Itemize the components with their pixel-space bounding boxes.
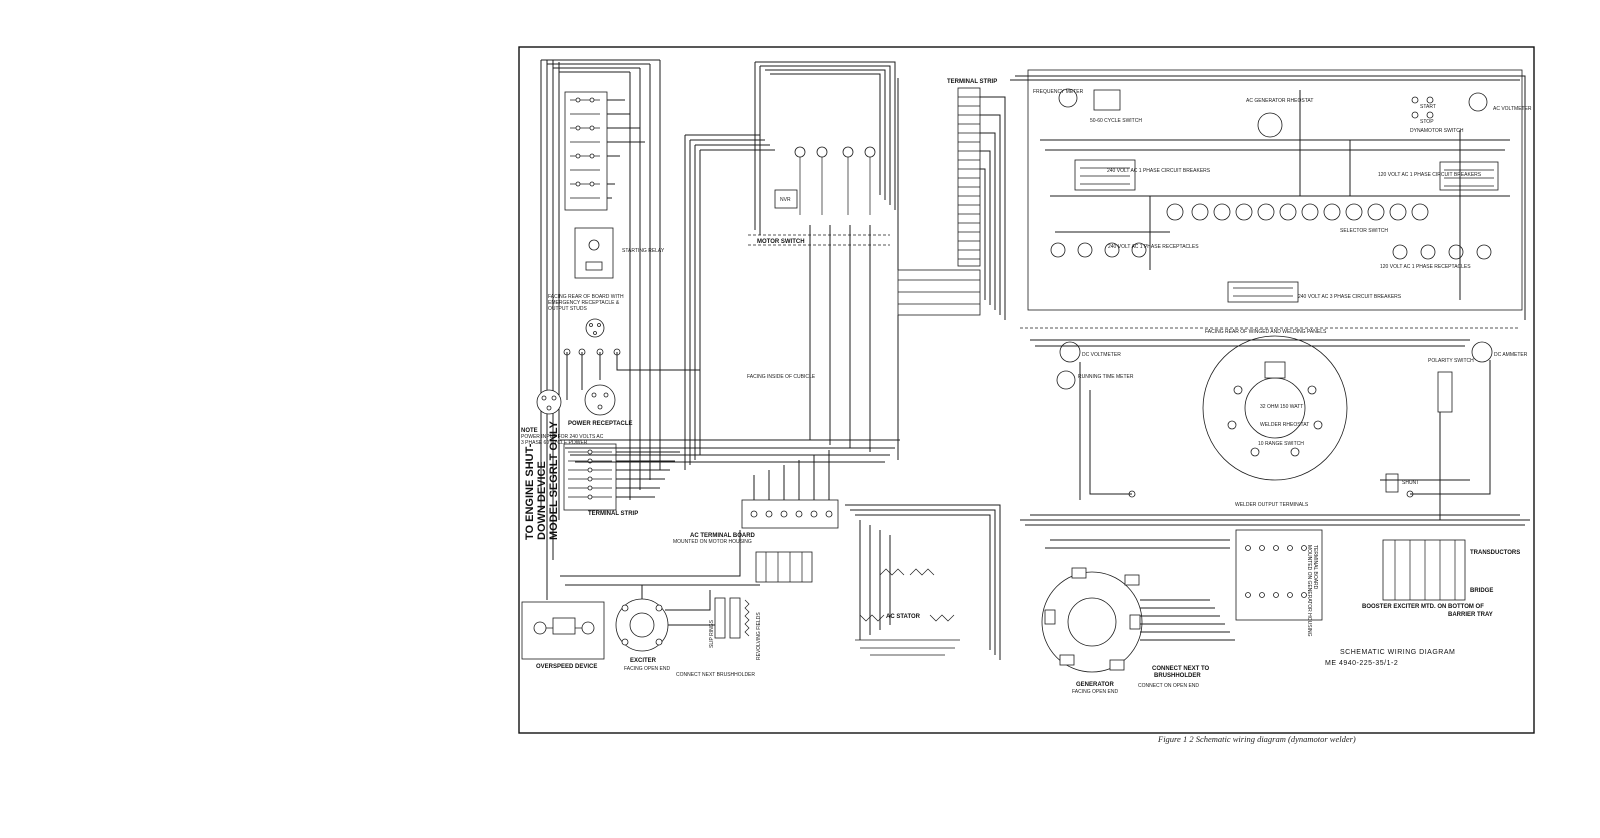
overspeed-device: OVERSPEED DEVICE [521, 601, 605, 670]
transductors-label: TRANSDUCTORS [1470, 550, 1520, 556]
top-terminal-strip: TERMINAL STRIP [897, 78, 1006, 460]
range-switch: WELDER RHEOSTAT 32 OHM 150 WATT 10 RANGE… [1202, 335, 1348, 481]
start-label: START [1420, 104, 1436, 110]
welder-output-label: WELDER OUTPUT TERMINALS [1235, 502, 1309, 508]
ac-terminal-board-label: AC TERMINAL BOARD [690, 533, 756, 539]
slip-rings: SLIP RINGS REVOLVING FIELDS [709, 597, 762, 660]
power-receptacle-label: POWER RECEPTACLE [568, 421, 633, 427]
running-time-label: RUNNING TIME METER [1078, 374, 1134, 380]
motor-switch-group: NVR MOTOR SWITCH FACING INSIDE OF CUBICL… [684, 61, 896, 470]
selector-switch-label: SELECTOR SWITCH [1340, 228, 1388, 234]
starting-relay-label: STARTING RELAY [622, 248, 665, 254]
note-title: NOTE [521, 428, 538, 434]
emergency-receptacle [563, 318, 700, 400]
control-panel-group: FREQUENCY METER 50-60 CYCLE SWITCH AC GE… [1010, 69, 1532, 320]
exciter-label: EXCITER [630, 658, 657, 664]
engine-shutdown-line-3: MODEL SEGRLT ONLY [548, 420, 560, 540]
booster-label: BOOSTER EXCITER MTD. ON BOTTOM OF [1362, 604, 1484, 610]
transductors: TRANSDUCTORS BRIDGE BOOSTER EXCITER MTD.… [1362, 539, 1520, 618]
starting-relay: STARTING RELAY [574, 227, 665, 279]
engine-shutdown-line-2: DOWN DEVICE [536, 461, 548, 540]
left-terminal-strip-label: TERMINAL STRIP [588, 511, 638, 517]
generator-terminal-board: TERMINAL BOARD MOUNTED ON GENERATOR HOUS… [1235, 529, 1323, 637]
facing-rear-panels-label: FACING REAR OF WINGED AND WELDING PANELS [1205, 329, 1327, 335]
dc-ammeter [1471, 341, 1493, 363]
connect-next-to-label: CONNECT NEXT TO [1152, 666, 1210, 672]
nvr-label: NVR [780, 197, 791, 203]
schematic-title: SCHEMATIC WIRING DIAGRAM [1340, 649, 1455, 656]
ac-stator: AC STATOR [845, 504, 1001, 660]
note-line-1: POWER INPUT FOR 240 VOLTS AC [521, 434, 604, 440]
dc-voltmeter-label: DC VOLTMETER [1082, 352, 1121, 358]
brushholder-label: BRUSHHOLDER [1154, 673, 1201, 679]
facing-inside-cubicle-label: FACING INSIDE OF CUBICLE [747, 374, 816, 380]
overspeed-label: OVERSPEED DEVICE [536, 664, 597, 670]
terminal-board-gen-label-2: MOUNTED ON GENERATOR HOUSING [1306, 545, 1312, 637]
note-line-2: 3 PHASE 60 CYCLE POWER [521, 440, 588, 446]
ac-generator-rheostat [1257, 112, 1283, 138]
figure-caption: Figure 1 2 Schematic wiring diagram (dyn… [1157, 734, 1356, 744]
polarity-switch [1437, 371, 1453, 413]
title-block: SCHEMATIC WIRING DIAGRAM ME 4940-225-35/… [1325, 649, 1455, 667]
frequency-meter [1058, 88, 1078, 108]
booster-label-2: BARRIER TRAY [1448, 612, 1493, 618]
dc-ammeter-label: DC AMMETER [1494, 352, 1528, 358]
ohm-watt-label: 32 OHM 150 WATT [1260, 404, 1303, 410]
note-block: NOTE POWER INPUT FOR 240 VOLTS AC 3 PHAS… [521, 428, 604, 446]
facing-rear-board-label-2: EMERGENCY RECEPTACLE & [548, 300, 620, 306]
rec-120-label: 120 VOLT AC 1 PHASE RECEPTACLES [1380, 264, 1471, 270]
cycle-switch-label: 50-60 CYCLE SWITCH [1090, 118, 1142, 124]
bridge-label: BRIDGE [1470, 588, 1493, 594]
exciter-label-2: FACING OPEN END [624, 666, 671, 672]
rec-240-label: 240 VOLT AC 1 PHASE RECEPTACLES [1108, 244, 1199, 250]
shunt-label: SHUNT [1402, 480, 1419, 486]
revolving-fields-label: REVOLVING FIELDS [756, 612, 762, 660]
stop-label: STOP [1420, 119, 1434, 125]
polarity-switch-label: POLARITY SWITCH [1428, 358, 1474, 364]
dynamotor-switch-label: DYNAMOTOR SWITCH [1410, 128, 1464, 134]
engine-shutdown-line-1: TO ENGINE SHUT- [524, 443, 536, 540]
cb-240-1ph-label: 240 VOLT AC 1 PHASE CIRCUIT BREAKERS [1107, 168, 1211, 174]
selector-switch: SELECTOR SWITCH [1166, 203, 1429, 234]
ac-gen-rheostat-label: AC GENERATOR RHEOSTAT [1246, 98, 1313, 104]
ac-stator-label: AC STATOR [886, 614, 921, 620]
left-terminal-strip: TERMINAL STRIP [563, 443, 680, 517]
diagram-frame [518, 46, 1535, 734]
terminal-board-gen-label: TERMINAL BOARD [1312, 545, 1318, 590]
shunt [1385, 473, 1399, 493]
cb-240-3ph-label: 240 VOLT AC 3 PHASE CIRCUIT BREAKERS [1298, 294, 1402, 300]
ac-voltmeter [1468, 92, 1488, 112]
engine-shutdown-note: TO ENGINE SHUT- DOWN DEVICE MODEL SEGRLT… [524, 420, 560, 540]
frequency-meter-label: FREQUENCY METER [1033, 89, 1084, 95]
schematic-number: ME 4940-225-35/1-2 [1325, 660, 1398, 667]
generator: GENERATOR FACING OPEN END CONNECT NEXT T… [1041, 539, 1235, 695]
motor-switch-label: MOTOR SWITCH [757, 239, 805, 245]
exciter: EXCITER FACING OPEN END CONNECT NEXT BRU… [615, 584, 760, 678]
left-breaker-group: STARTING RELAY FACING REAR OF BOARD WITH… [521, 59, 700, 670]
slip-rings-label: SLIP RINGS [709, 619, 715, 648]
welder-panel-group: FACING REAR OF WINGED AND WELDING PANELS… [1020, 327, 1530, 526]
running-time-meter [1056, 370, 1076, 390]
breaker-stack [564, 91, 645, 211]
facing-rear-board-label-3: OUTPUT STUDS [548, 306, 587, 312]
connect-brush-label: CONNECT NEXT BRUSHHOLDER [676, 672, 755, 678]
ac-terminal-board-label-2: MOUNTED ON MOTOR HOUSING [673, 539, 752, 545]
generator-label-2: FACING OPEN END [1072, 689, 1119, 695]
welder-rheostat-label: WELDER RHEOSTAT [1260, 422, 1309, 428]
ac-voltmeter-label: AC VOLTMETER [1493, 106, 1532, 112]
cb-120-1ph-label: 120 VOLT AC 1 PHASE CIRCUIT BREAKERS [1378, 172, 1482, 178]
facing-rear-board-label: FACING REAR OF BOARD WITH [548, 294, 624, 300]
top-terminal-strip-label: TERMINAL STRIP [947, 79, 997, 85]
dc-voltmeter [1059, 341, 1081, 363]
power-receptacle: POWER RECEPTACLE [536, 384, 633, 427]
generator-label: GENERATOR [1076, 682, 1114, 688]
range-switch-label: 10 RANGE SWITCH [1258, 441, 1304, 447]
connect-open-end-label: CONNECT ON OPEN END [1138, 683, 1199, 689]
